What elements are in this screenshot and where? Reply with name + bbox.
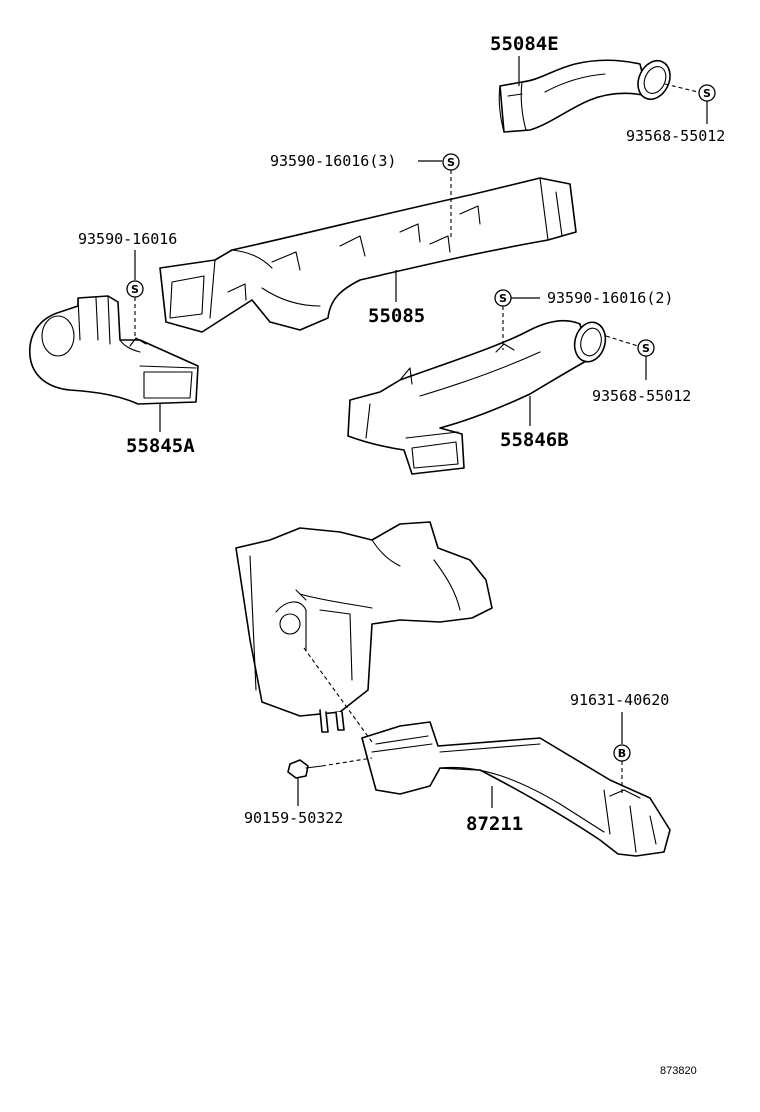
svg-text:S: S [131,283,139,296]
part-number-87211[interactable]: 87211 [466,813,523,835]
part-number-55084E[interactable]: 55084E [490,33,559,55]
dashed-link-heater-87211 [303,647,373,743]
fastener-93590-16016-3[interactable]: 93590-16016(3) [270,152,396,170]
duct-55085-drawing [159,177,577,333]
s-symbol-93568-mid: S [637,339,655,357]
part-number-55845A[interactable]: 55845A [126,435,195,457]
heater-unit-drawing [235,521,493,733]
svg-text:S: S [703,87,711,100]
s-symbol-93590-2: S [494,289,512,307]
dashed-link-93568-mid [605,335,639,347]
catalog-number: 873820 [660,1065,697,1077]
fastener-93590-16016-2[interactable]: 93590-16016(2) [547,289,673,307]
s-symbol-93590-3: S [442,153,460,171]
dashed-link-93568-top [664,83,699,93]
svg-text:S: S [499,292,507,305]
duct-55846B-drawing [347,319,607,475]
svg-text:S: S [447,156,455,169]
fastener-93590-16016-left[interactable]: 93590-16016 [78,230,177,248]
clip-90159-50322-drawing [287,759,323,779]
fastener-93568-55012-mid[interactable]: 93568-55012 [592,387,691,405]
duct-87211-drawing [361,721,671,857]
part-number-55846B[interactable]: 55846B [500,429,569,451]
b-symbol-91631: B [613,744,631,762]
s-symbol-93590-left: S [126,280,144,298]
duct-55845A-drawing [29,295,199,405]
svg-text:B: B [618,747,626,760]
fastener-90159-50322[interactable]: 90159-50322 [244,809,343,827]
svg-text:S: S [642,342,650,355]
part-number-55085[interactable]: 55085 [368,305,425,327]
fastener-91631-40620[interactable]: 91631-40620 [570,691,669,709]
fastener-93568-55012-top[interactable]: 93568-55012 [626,127,725,145]
s-symbol-93568-top: S [698,84,716,102]
duct-55084E-drawing [498,59,671,133]
dashed-link-90159 [321,757,373,767]
